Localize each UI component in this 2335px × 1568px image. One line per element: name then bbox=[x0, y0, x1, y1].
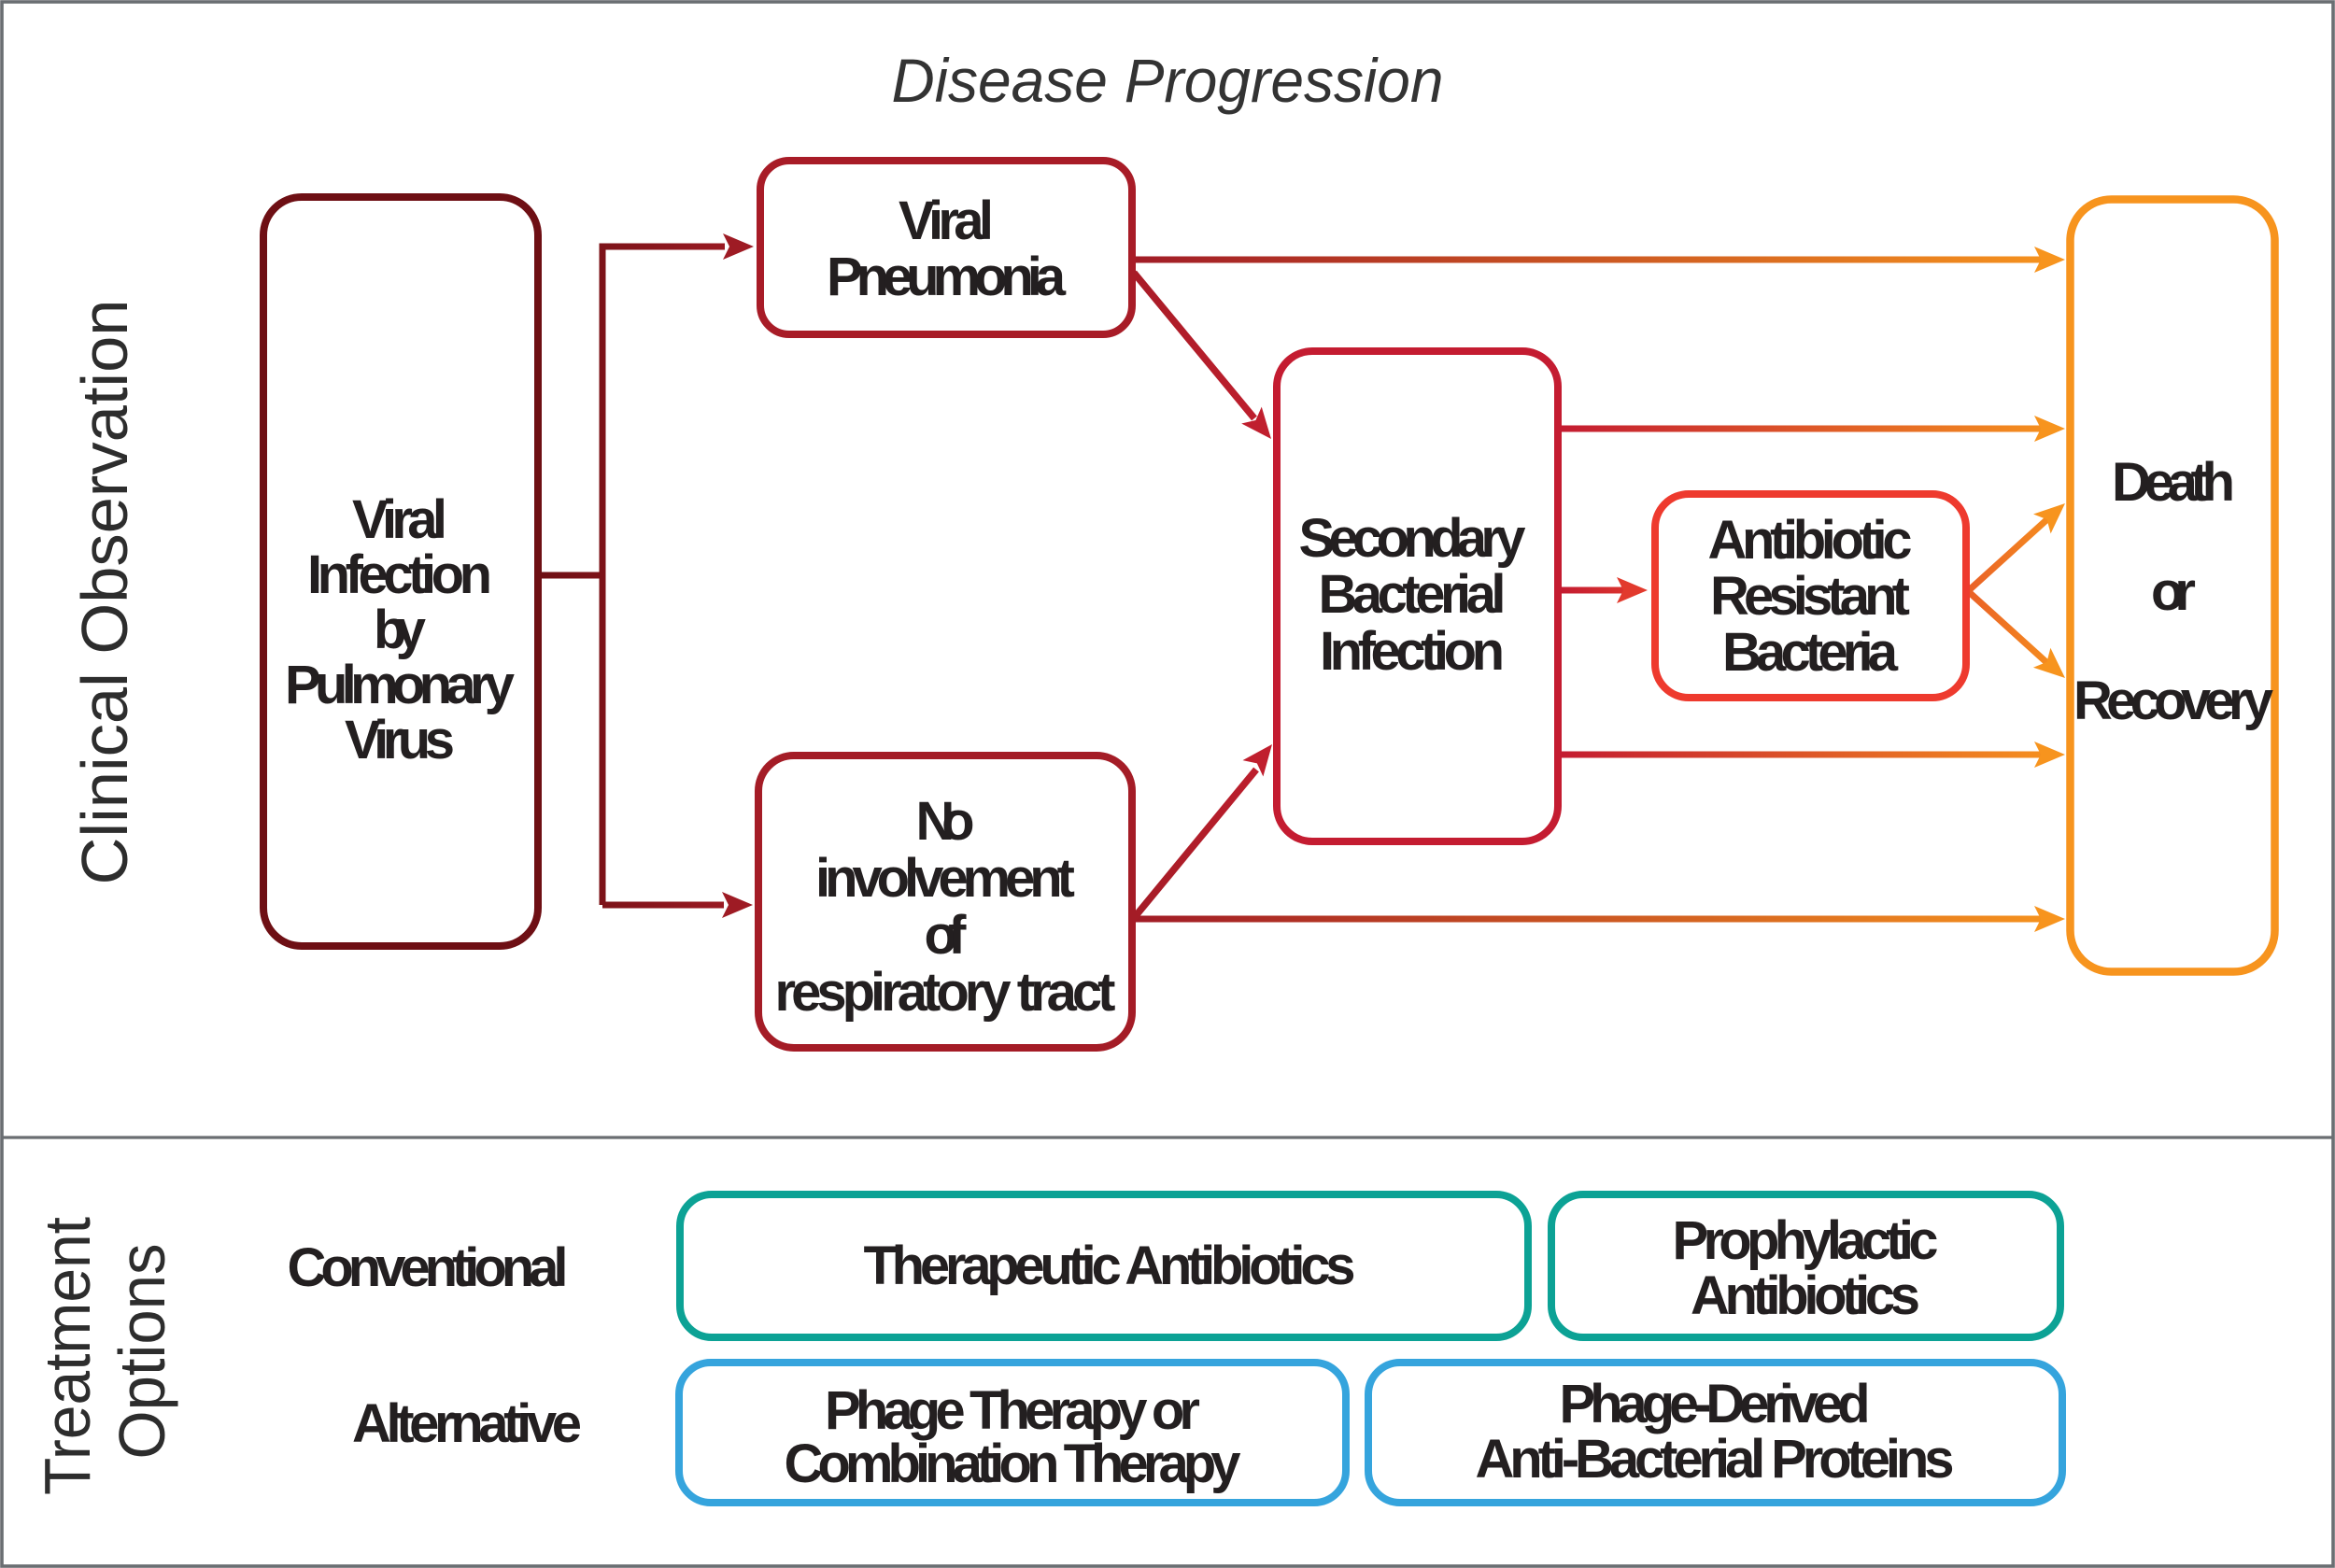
svg-text:Clinical Observation: Clinical Observation bbox=[68, 300, 141, 885]
svg-text:Antibiotics: Antibiotics bbox=[1691, 1265, 1920, 1326]
svg-text:Infection: Infection bbox=[307, 544, 492, 605]
svg-text:Antibiotic: Antibiotic bbox=[1708, 510, 1913, 571]
svg-text:Resistant: Resistant bbox=[1710, 566, 1910, 627]
svg-text:of: of bbox=[925, 905, 968, 966]
svg-text:Death: Death bbox=[2112, 452, 2235, 513]
svg-text:Treatment: Treatment bbox=[31, 1217, 104, 1495]
svg-text:Therapeutic Antibiotics: Therapeutic Antibiotics bbox=[864, 1236, 1356, 1296]
svg-text:Viral: Viral bbox=[352, 489, 447, 550]
svg-text:Bacterial: Bacterial bbox=[1319, 564, 1507, 625]
svg-text:Phage-Derived: Phage-Derived bbox=[1560, 1374, 1871, 1434]
svg-text:Pneumonia: Pneumonia bbox=[827, 247, 1067, 307]
svg-text:Combination Therapy: Combination Therapy bbox=[785, 1434, 1241, 1494]
svg-text:Disease Progression: Disease Progression bbox=[892, 46, 1444, 115]
svg-text:Secondary: Secondary bbox=[1299, 508, 1526, 569]
svg-text:Bacteria: Bacteria bbox=[1722, 622, 1899, 683]
svg-text:by: by bbox=[374, 600, 426, 660]
svg-text:Alternative: Alternative bbox=[352, 1393, 582, 1454]
svg-text:Phage Therapy or: Phage Therapy or bbox=[825, 1380, 1200, 1441]
svg-text:No: No bbox=[916, 791, 975, 852]
svg-text:Pulmonary: Pulmonary bbox=[285, 655, 515, 715]
svg-text:respiratory tract: respiratory tract bbox=[775, 962, 1116, 1023]
svg-text:Recovery: Recovery bbox=[2073, 671, 2273, 731]
svg-text:Prophylactic: Prophylactic bbox=[1673, 1210, 1939, 1271]
svg-text:Conventional: Conventional bbox=[288, 1237, 569, 1298]
svg-text:Virus: Virus bbox=[345, 710, 455, 770]
svg-text:Options: Options bbox=[106, 1244, 178, 1460]
svg-text:Viral: Viral bbox=[899, 191, 994, 251]
svg-text:or: or bbox=[2151, 561, 2196, 622]
svg-text:involvement: involvement bbox=[815, 848, 1075, 909]
svg-text:Infection: Infection bbox=[1320, 621, 1505, 682]
svg-text:Anti-Bacterial Proteins: Anti-Bacterial Proteins bbox=[1476, 1429, 1955, 1490]
